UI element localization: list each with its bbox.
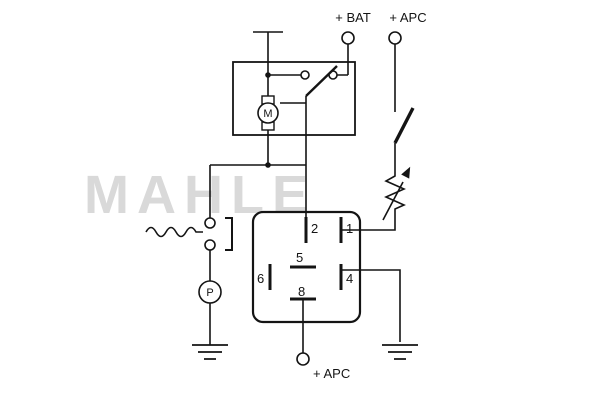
resistor-arrow-head — [401, 166, 411, 179]
wavy-wire — [145, 226, 203, 238]
connector-icon — [225, 217, 233, 251]
bat-terminal-label: + BAT — [335, 10, 371, 25]
motor-label: M — [263, 108, 272, 120]
pin-5-label: 5 — [296, 250, 303, 265]
apc-bottom-terminal-label: + APC — [313, 366, 350, 381]
bat-terminal — [341, 31, 355, 45]
timer-contact-a — [300, 70, 310, 80]
wire-to-pin1 — [341, 215, 396, 231]
bat-feed-wire — [337, 44, 349, 76]
pressure-switch-label: P — [206, 287, 213, 299]
junction-dot — [265, 72, 271, 78]
pin-8-label: 8 — [298, 284, 305, 299]
motor-body — [257, 102, 279, 124]
apc-top-terminal-label: + APC — [389, 10, 426, 25]
motor-icon: M — [257, 95, 279, 131]
resistor-arrow-shaft — [382, 181, 404, 221]
top-terminal-stub — [253, 31, 283, 96]
resistor-zigzag — [384, 172, 406, 215]
apc-top-terminal — [388, 31, 402, 45]
switch-blade-icon — [393, 107, 415, 144]
apc-bottom-terminal — [296, 352, 310, 366]
pin-2-label: 2 — [311, 221, 318, 236]
junction-dot — [265, 162, 271, 168]
pin-1-label: 1 — [346, 221, 353, 236]
pin4-ground-wire — [341, 269, 401, 342]
timer-switch — [300, 65, 338, 97]
pin-6-label: 6 — [257, 271, 264, 286]
wiring — [145, 31, 418, 360]
pressure-switch-icon: P — [198, 280, 222, 304]
ground-right-icon — [382, 344, 418, 360]
plug-contact-bottom — [204, 239, 216, 251]
plug-contact-top — [204, 217, 216, 229]
timer-switch-blade — [305, 65, 338, 97]
relay-pins — [268, 217, 343, 301]
pressure-switch-body — [198, 280, 222, 304]
variable-resistor-icon — [382, 166, 411, 221]
pin-4-label: 4 — [346, 271, 353, 286]
ground-left-icon — [192, 344, 228, 360]
